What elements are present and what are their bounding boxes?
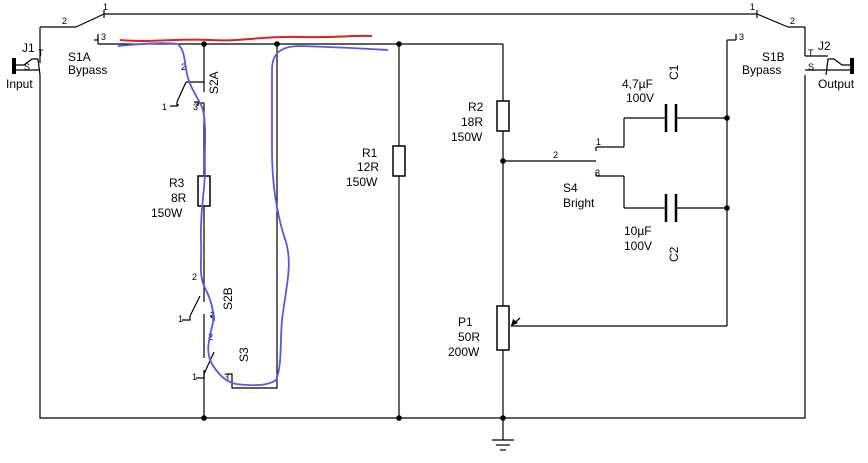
svg-text:1: 1: [162, 102, 167, 112]
jack-j2-caption: Output: [818, 77, 855, 91]
switch-s1a-name: Bypass: [68, 63, 107, 77]
switch-s2b-ref: S2B: [221, 287, 235, 310]
svg-text:1: 1: [103, 2, 108, 12]
switch-s1b-ref: S1B: [762, 50, 785, 64]
capacitor-c2-value: 10µF: [624, 224, 652, 238]
potentiometer-p1-body: [496, 305, 510, 351]
switch-s4-ref: S4: [563, 181, 578, 195]
red-annotation-stroke: [119, 34, 373, 42]
switch-s4-name: Bright: [563, 196, 595, 210]
switch-s1b-name: Bypass: [742, 63, 781, 77]
blue-annotation-stroke: [117, 42, 389, 387]
switch-s3-ref: S3: [237, 347, 251, 362]
wires: [39, 13, 806, 440]
svg-text:2: 2: [181, 62, 186, 72]
capacitor-c1-voltage: 100V: [626, 91, 654, 105]
jack-j2: J2 T S Output: [805, 39, 855, 91]
ground-rail: [39, 75, 806, 419]
switch-s1b: 1 2 3 S1B Bypass: [735, 2, 795, 77]
svg-text:T: T: [38, 48, 44, 58]
switch-s2b-blade: [189, 295, 201, 317]
resistor-r3-power: 150W: [151, 206, 183, 220]
capacitor-c2-voltage: 100V: [624, 239, 652, 253]
resistor-r2: R2 18R 150W: [451, 100, 510, 144]
potentiometer-p1: P1 50R 200W: [448, 305, 521, 359]
jack-j2-body: [850, 58, 854, 74]
switch-s2b: 2 1 3 S2B: [178, 272, 235, 324]
capacitor-c1: 4,7µF 100V C1: [622, 64, 681, 132]
switch-s3-blade: [203, 351, 215, 375]
resistor-r1-power: 150W: [346, 175, 378, 189]
svg-text:3: 3: [224, 372, 229, 382]
resistor-r1: R1 12R 150W: [346, 145, 406, 189]
jack-j1-caption: Input: [6, 77, 33, 91]
switch-s4: 2 1 3 S4 Bright: [553, 137, 601, 210]
svg-text:S: S: [24, 62, 30, 72]
switch-s2a-blade: [176, 81, 187, 103]
capacitor-c2-ref: C2: [667, 246, 681, 262]
resistor-r3-ref: R3: [169, 176, 185, 190]
capacitor-c2: 10µF 100V C2: [624, 194, 681, 262]
resistor-r3-value: 8R: [171, 191, 187, 205]
resistor-r1-ref: R1: [362, 146, 378, 160]
resistor-r2-body: [496, 100, 510, 132]
svg-text:2: 2: [790, 16, 795, 26]
switch-s1b-blade: [756, 13, 789, 28]
svg-text:3: 3: [101, 32, 106, 42]
junctions: [201, 41, 730, 421]
svg-text:1: 1: [596, 137, 601, 147]
potentiometer-p1-power: 200W: [448, 345, 480, 359]
svg-text:2: 2: [553, 150, 558, 160]
jack-j1-ref: J1: [22, 41, 35, 55]
svg-text:3: 3: [595, 168, 600, 178]
switch-s2a: 2 1 3 S2A: [162, 62, 221, 112]
switch-s1a: 1 2 3 S1A Bypass: [62, 2, 108, 77]
capacitor-c1-ref: C1: [667, 64, 681, 80]
resistor-r2-power: 150W: [451, 130, 483, 144]
capacitor-c1-value: 4,7µF: [622, 77, 653, 91]
potentiometer-p1-ref: P1: [458, 315, 473, 329]
ground-symbol: [492, 439, 514, 451]
switch-s3: 2 1 3 S3: [192, 332, 251, 382]
svg-text:2: 2: [62, 16, 67, 26]
svg-text:1: 1: [192, 372, 197, 382]
svg-text:3: 3: [739, 32, 744, 42]
svg-text:1: 1: [178, 314, 183, 324]
switch-s1a-blade: [75, 13, 105, 28]
resistor-r2-ref: R2: [468, 100, 484, 114]
jack-j1: J1 T S Input: [6, 41, 44, 91]
potentiometer-p1-value: 50R: [458, 330, 480, 344]
jack-j2-ref: J2: [818, 39, 831, 53]
resistor-r2-value: 18R: [461, 115, 483, 129]
svg-text:S: S: [808, 62, 814, 72]
switch-s2a-ref: S2A: [207, 71, 221, 94]
svg-text:T: T: [808, 48, 814, 58]
resistor-r1-body: [392, 145, 406, 177]
svg-text:3: 3: [193, 102, 198, 112]
svg-text:2: 2: [192, 272, 197, 282]
resistor-r1-value: 12R: [357, 160, 379, 174]
jack-j1-body: [12, 58, 16, 74]
switch-s1a-ref: S1A: [68, 50, 91, 64]
svg-text:1: 1: [750, 2, 755, 12]
